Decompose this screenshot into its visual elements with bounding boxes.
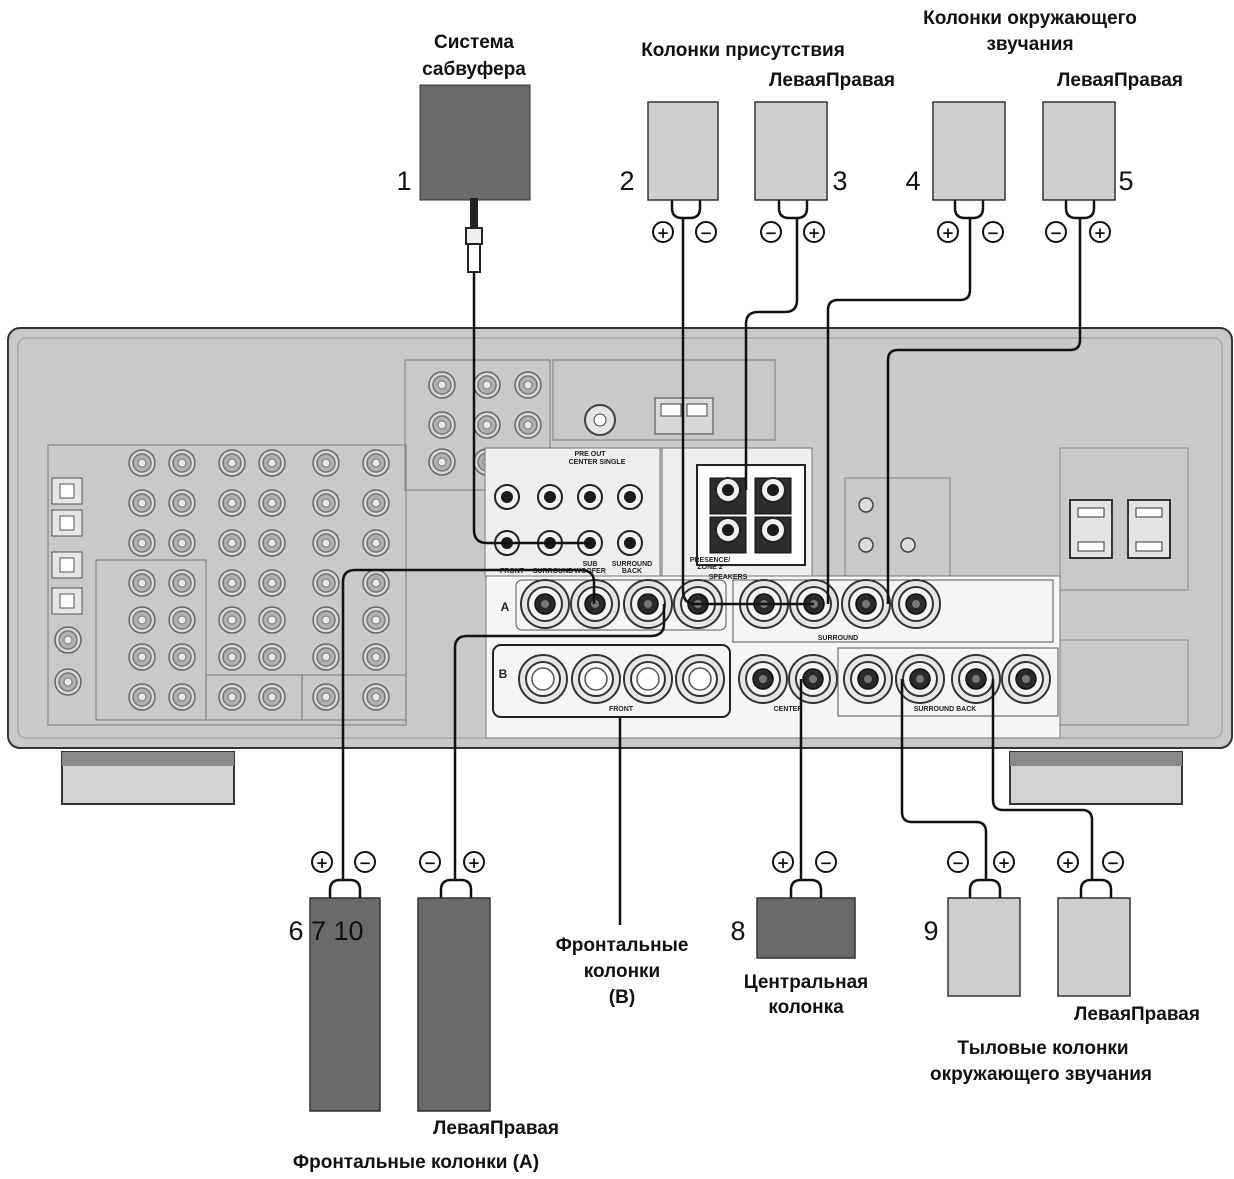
front-a-title: Фронтальные колонки (A) bbox=[293, 1152, 539, 1173]
svg-text:−: − bbox=[700, 224, 713, 242]
front-a-speaker-left bbox=[309, 897, 381, 1112]
front-a-speaker-right bbox=[417, 897, 491, 1112]
front-b-title-3: (B) bbox=[609, 987, 635, 1008]
svg-text:+: + bbox=[808, 224, 821, 242]
presence-speaker-left bbox=[647, 101, 719, 201]
svg-text:+: + bbox=[468, 854, 481, 872]
presence-lr-label: ЛеваяПравая bbox=[769, 70, 895, 91]
surround-title-1: Колонки окружающего bbox=[923, 8, 1137, 29]
row-b-label: B bbox=[499, 667, 508, 681]
subwoofer-box bbox=[419, 84, 531, 273]
svg-text:−: − bbox=[987, 224, 1000, 242]
subwoofer-title-2: сабвуфера bbox=[422, 59, 526, 80]
svg-text:−: − bbox=[765, 224, 778, 242]
svg-text:+: + bbox=[1062, 854, 1075, 872]
surround-back-title-2: окружающего звучания bbox=[930, 1064, 1152, 1085]
svg-text:−: − bbox=[424, 854, 437, 872]
pre-out-block: PRE OUT CENTER SINGLE FRONT SURROUND SUB… bbox=[484, 447, 661, 577]
center-single-label: CENTER SINGLE bbox=[569, 459, 626, 466]
row-a-label: A bbox=[501, 600, 510, 614]
presence-label-2: ZONE 2 bbox=[697, 564, 722, 571]
svg-text:+: + bbox=[657, 224, 670, 242]
center-title-1: Центральная bbox=[744, 972, 869, 993]
svg-text:−: − bbox=[820, 854, 833, 872]
surround-title-2: звучания bbox=[986, 34, 1073, 55]
surround-lr-label: ЛеваяПравая bbox=[1057, 70, 1183, 91]
surround-back-speaker-left bbox=[947, 897, 1021, 997]
sub-woofer-label-1: SUB bbox=[583, 561, 598, 568]
svg-text:+: + bbox=[998, 854, 1011, 872]
front-b-title-1: Фронтальные bbox=[556, 935, 689, 956]
speakers-label: SPEAKERS bbox=[709, 574, 748, 581]
front-b-panel-label: FRONT bbox=[609, 706, 634, 713]
speaker-terminals-block: SPEAKERS A B SURROUND FRONT CENTER SURRO… bbox=[485, 574, 1061, 739]
surround-back-lr-label: ЛеваяПравая bbox=[1074, 1004, 1200, 1025]
number-9: 9 bbox=[923, 916, 938, 946]
center-title-2: колонка bbox=[768, 997, 844, 1018]
surround-speaker-left bbox=[932, 101, 1006, 201]
terminal-signs: + − − + + − − + + − − + + − − + + − bbox=[311, 221, 1124, 873]
center-speaker bbox=[756, 897, 856, 959]
svg-text:−: − bbox=[952, 854, 965, 872]
center-panel-label: CENTER bbox=[774, 706, 803, 713]
right-panel-area bbox=[844, 447, 1189, 726]
pre-out-label: PRE OUT bbox=[574, 451, 606, 458]
surround-back-speaker-right bbox=[1057, 897, 1131, 997]
pre-out-front-label: FRONT bbox=[500, 568, 525, 575]
number-4: 4 bbox=[905, 166, 920, 196]
surround-speaker-right bbox=[1042, 101, 1116, 201]
surround-back-small-2: BACK bbox=[622, 568, 642, 575]
pre-out-surround-label: SURROUND bbox=[533, 568, 573, 575]
svg-text:−: − bbox=[359, 854, 372, 872]
speaker-wires bbox=[341, 218, 1094, 925]
svg-text:+: + bbox=[942, 224, 955, 242]
svg-text:−: − bbox=[1107, 854, 1120, 872]
number-5: 5 bbox=[1118, 166, 1133, 196]
presence-label-1: PRESENCE/ bbox=[690, 557, 731, 564]
surround-back-title-1: Тыловые колонки bbox=[957, 1038, 1128, 1059]
surround-back-small-1: SURROUND bbox=[612, 561, 652, 568]
presence-zone2-block: PRESENCE/ ZONE 2 bbox=[661, 447, 813, 577]
surround-label: SURROUND bbox=[818, 635, 858, 642]
svg-text:−: − bbox=[1050, 224, 1063, 242]
number-1: 1 bbox=[396, 166, 411, 196]
number-6-7-10: 6 7 10 bbox=[288, 916, 363, 946]
input-jack-area bbox=[47, 359, 776, 726]
presence-speaker-right bbox=[754, 101, 828, 201]
surround-back-panel-label: SURROUND BACK bbox=[914, 706, 977, 713]
number-2: 2 bbox=[619, 166, 634, 196]
front-b-title-2: колонки bbox=[584, 961, 660, 982]
optical-inputs bbox=[51, 477, 83, 696]
svg-text:+: + bbox=[1094, 224, 1107, 242]
subwoofer-title-1: Система bbox=[434, 32, 514, 53]
svg-text:+: + bbox=[777, 854, 790, 872]
presence-title: Колонки присутствия bbox=[641, 40, 845, 61]
number-3: 3 bbox=[832, 166, 847, 196]
number-8: 8 bbox=[730, 916, 745, 946]
svg-text:+: + bbox=[316, 854, 329, 872]
front-a-lr-label: ЛеваяПравая bbox=[433, 1118, 559, 1139]
